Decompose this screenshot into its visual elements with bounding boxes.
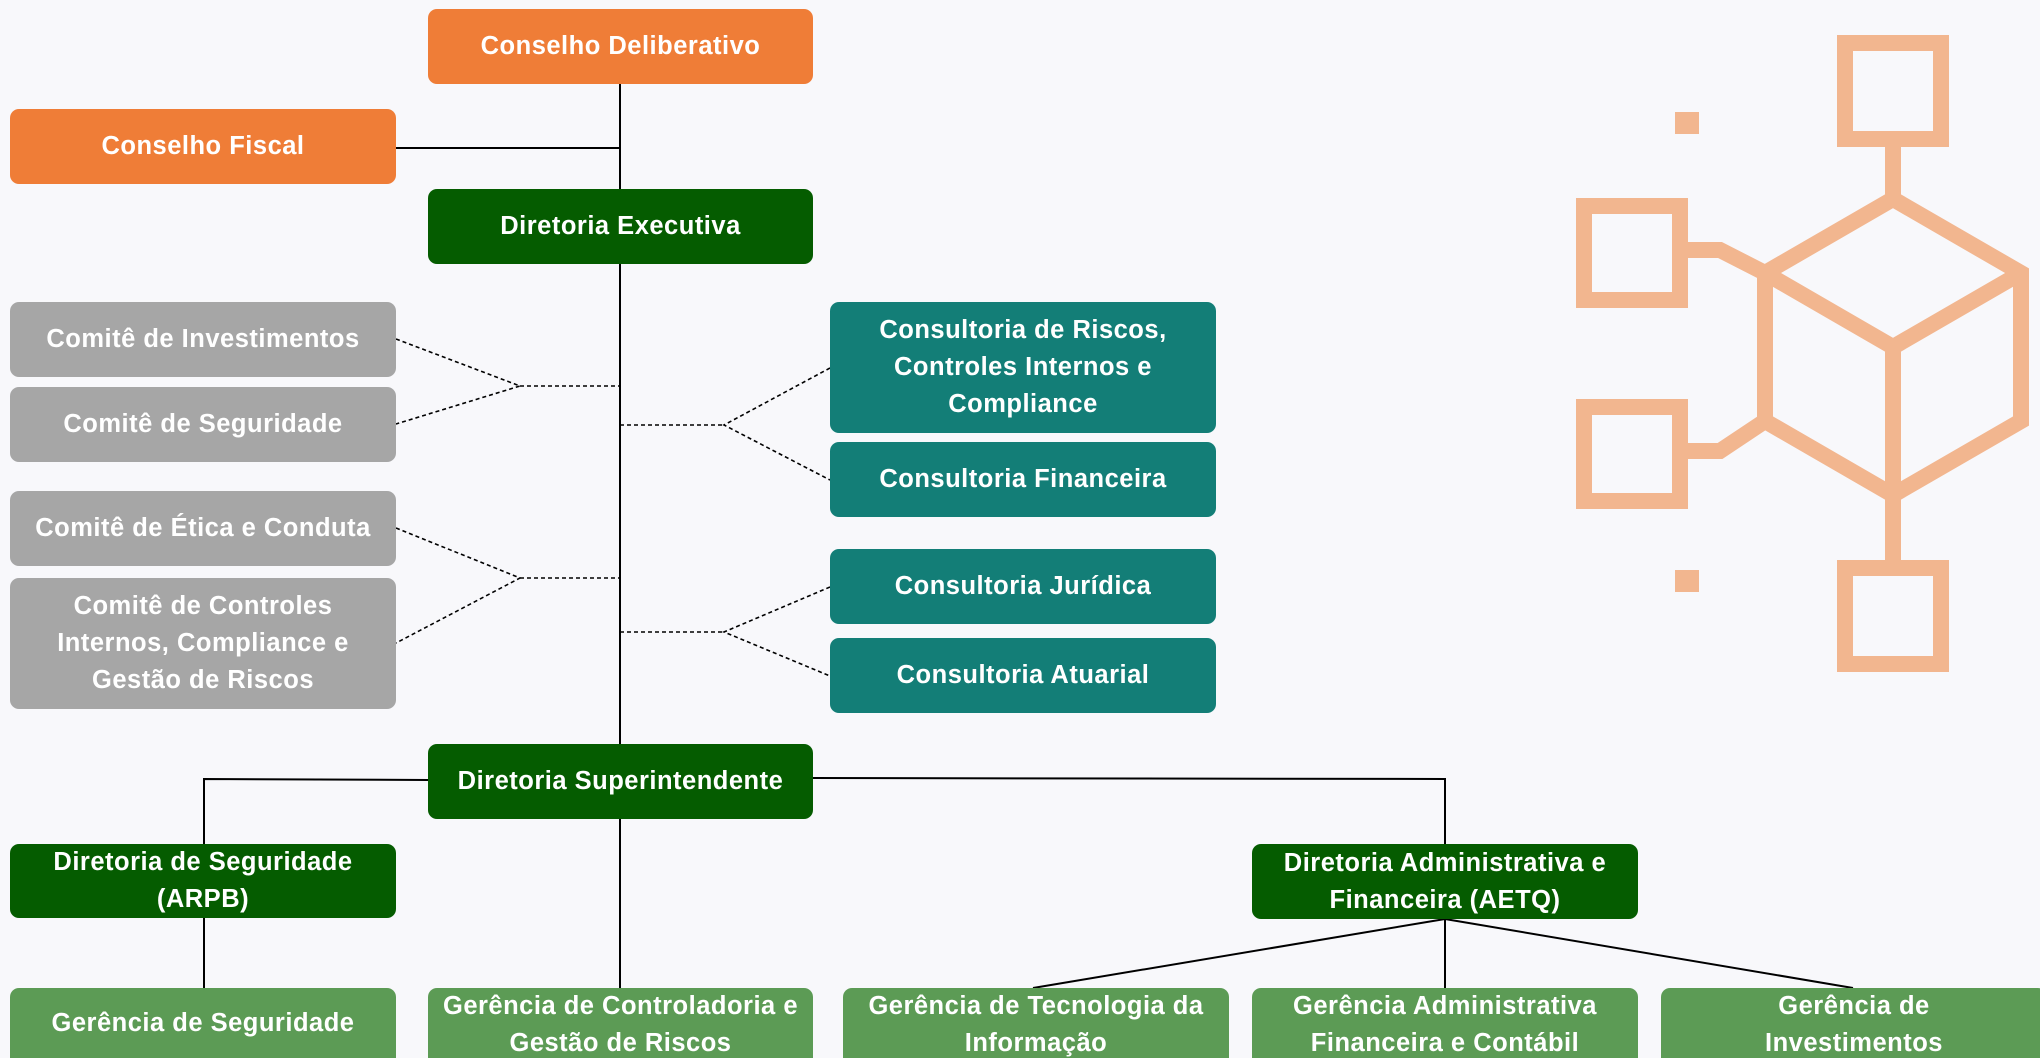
gerencia-seguridade-box: Gerência de Seguridade: [10, 988, 396, 1058]
comite-investimentos-box: Comitê de Investimentos: [10, 302, 396, 377]
diretoria-executiva-label: Diretoria Executiva: [500, 212, 741, 240]
diretoria-superintendente-label: Diretoria Superintendente: [457, 767, 784, 795]
consultoria-atuarial-box: Consultoria Atuarial: [830, 638, 1216, 713]
consultoria-financeira-label: Consultoria Financeira: [879, 465, 1167, 493]
gerencia-controladoria-label: Gerência de Controladoria e Gestão de Ri…: [442, 992, 798, 1057]
diretoria-administrativa-box: Diretoria Administrativa e Financeira (A…: [1252, 844, 1638, 919]
diretoria-executiva-box: Diretoria Executiva: [428, 189, 813, 264]
consultoria-financeira-box: Consultoria Financeira: [830, 442, 1216, 517]
consultoria-riscos-label: Consultoria de Riscos, Controles Interno…: [879, 316, 1167, 418]
diretoria-administrativa-label: Diretoria Administrativa e Financeira (A…: [1283, 848, 1607, 914]
comite-etica-label: Comitê de Ética e Conduta: [35, 514, 371, 542]
gerencia-investimentos-box: Gerência de Investimentos: [1661, 988, 2040, 1058]
conselho-deliberativo-label: Conselho Deliberativo: [480, 32, 761, 60]
consultoria-juridica-label: Consultoria Jurídica: [894, 572, 1152, 600]
comite-controles-label: Comitê de Controles Internos, Compliance…: [57, 592, 349, 694]
consultoria-atuarial-label: Consultoria Atuarial: [896, 661, 1150, 689]
gerencia-controladoria-box: Gerência de Controladoria e Gestão de Ri…: [428, 988, 813, 1058]
consultoria-juridica-box: Consultoria Jurídica: [830, 549, 1216, 624]
conselho-fiscal-label: Conselho Fiscal: [101, 132, 305, 160]
gerencia-seguridade-label: Gerência de Seguridade: [51, 1008, 355, 1037]
gerencia-tecnologia-label: Gerência de Tecnologia da Informação: [868, 992, 1204, 1057]
conselho-fiscal-box: Conselho Fiscal: [10, 109, 396, 184]
gerencia-administrativa-label: Gerência Administrativa Financeira e Con…: [1293, 992, 1597, 1057]
conselho-deliberativo-box: Conselho Deliberativo: [428, 9, 813, 84]
comite-etica-box: Comitê de Ética e Conduta: [10, 491, 396, 566]
gerencia-administrativa-box: Gerência Administrativa Financeira e Con…: [1252, 988, 1638, 1058]
comite-controles-box: Comitê de Controles Internos, Compliance…: [10, 578, 396, 709]
diretoria-seguridade-box: Diretoria de Seguridade (ARPB): [10, 844, 396, 918]
comite-investimentos-label: Comitê de Investimentos: [46, 325, 360, 353]
gerencia-investimentos-label: Gerência de Investimentos: [1765, 992, 1943, 1057]
comite-seguridade-label: Comitê de Seguridade: [63, 410, 343, 438]
dot-top: [1675, 112, 1699, 134]
comite-seguridade-box: Comitê de Seguridade: [10, 387, 396, 462]
diretoria-seguridade-label: Diretoria de Seguridade (ARPB): [53, 848, 353, 913]
diretoria-superintendente-box: Diretoria Superintendente: [428, 744, 813, 819]
consultoria-riscos-box: Consultoria de Riscos, Controles Interno…: [830, 302, 1216, 433]
gerencia-tecnologia-box: Gerência de Tecnologia da Informação: [843, 988, 1229, 1058]
dot-bottom: [1675, 570, 1699, 592]
